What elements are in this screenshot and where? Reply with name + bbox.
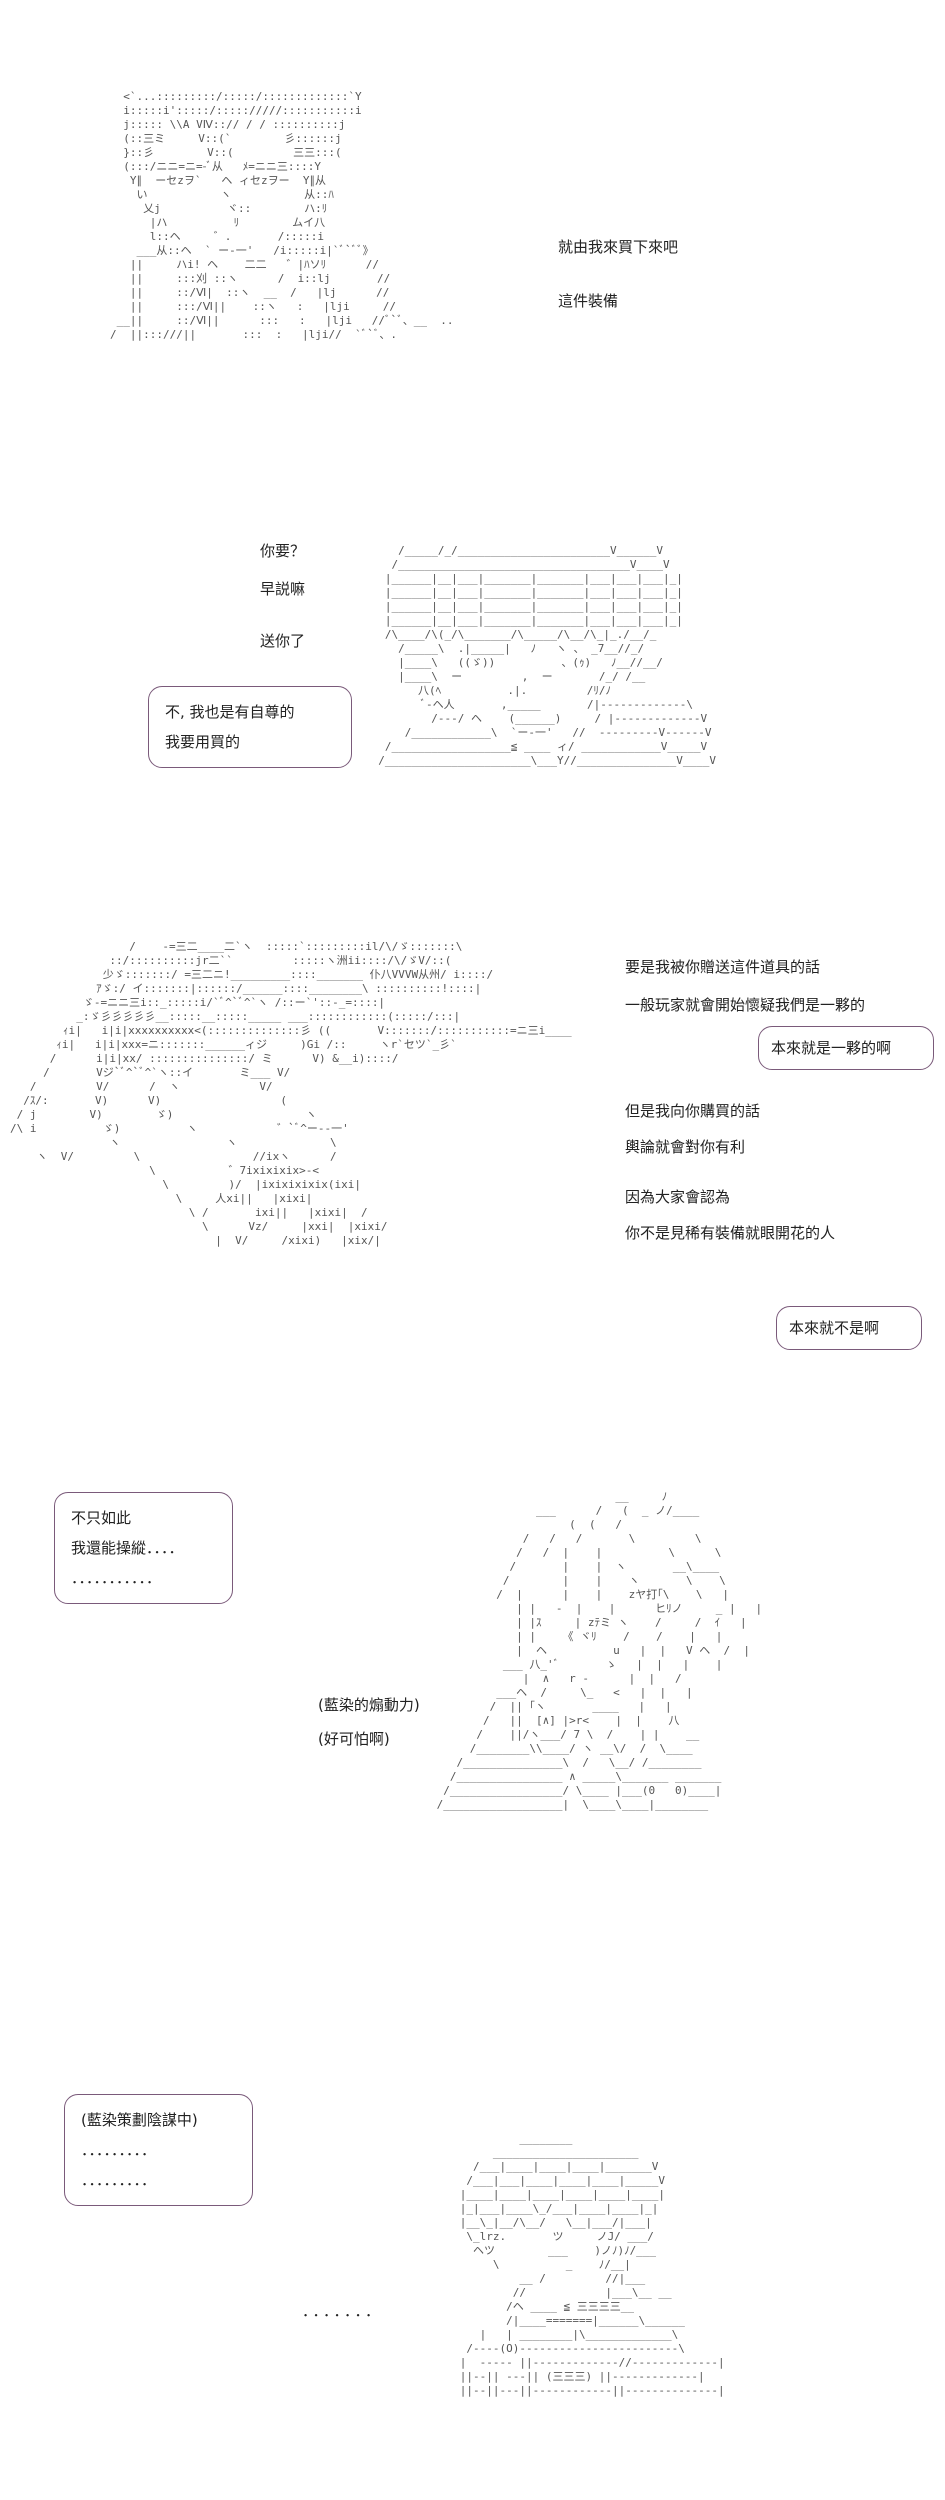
ascii-art-character-4: __ ﾉ ___ / ( _ ノ/____ ( ( / / / / \ \ / … [436, 1490, 763, 1811]
dialogue-line: (藍染的煽動力) [318, 1696, 420, 1714]
dialogue-line: 你不是見稀有裝備就眼開花的人 [625, 1224, 836, 1242]
panel-2: 你要？ 早説嘛 送你了 不, 我也是有自尊的 我要用買的 /_____/_/__… [0, 500, 945, 870]
speech-bubble: 本來就是一夥的啊 [758, 1026, 934, 1070]
speech-bubble: 不只如此 我還能操縱．．．． ．．．．．．．．．．． [54, 1492, 233, 1604]
speech-bubble: 不, 我也是有自尊的 我要用買的 [148, 686, 352, 768]
dialogue-line: 早説嘛 [260, 580, 306, 598]
ascii-art-character-1: <`...:::::::::/:::::/:::::::::::::`Y i::… [110, 90, 454, 341]
ascii-art-character-2: /_____/_/_______________________V______V… [378, 544, 716, 767]
panel-5: (藍染策劃陰謀中) ．．．．．．．．． ．．．．．．．．． ．．．．．．． __… [0, 2050, 945, 2500]
dialogue-line: 這件裝備 [558, 292, 619, 310]
bubble-line: 我還能操縱．．．． [71, 1539, 184, 1557]
dialogue-line: (好可怕啊) [318, 1730, 390, 1748]
dialogue-line: 但是我向你購買的話 [625, 1102, 761, 1120]
dialogue-line: 因為大家會認為 [625, 1188, 731, 1206]
dialogue-line: 一般玩家就會開始懷疑我們是一夥的 [625, 996, 866, 1014]
bubble-line: 本來就是一夥的啊 [771, 1039, 892, 1057]
bubble-line: 不只如此 [71, 1509, 132, 1527]
dialogue-line: 就由我來買下來吧 [558, 238, 679, 256]
ellipsis-text: ．．．．．．． [302, 2302, 384, 2320]
ascii-art-character-3: / -=三二____二`ヽ :::::`:::::::::il/\/ゞ:::::… [10, 940, 572, 1247]
speech-bubble: 本來就不是啊 [776, 1306, 922, 1350]
bubble-line: ．．．．．．．．． [81, 2171, 157, 2189]
dialogue-line: 送你了 [260, 632, 306, 650]
panel-3: / -=三二____二`ヽ :::::`:::::::::il/\/ゞ:::::… [0, 920, 945, 1370]
dialogue-line: 要是我被你贈送這件道具的話 [625, 958, 821, 976]
dialogue-line: 輿論就會對你有利 [625, 1138, 746, 1156]
bubble-line: (藍染策劃陰謀中) [81, 2111, 198, 2129]
bubble-line: 我要用買的 [165, 733, 241, 751]
panel-1: <`...:::::::::/:::::/:::::::::::::`Y i::… [0, 0, 945, 480]
panel-4: 不只如此 我還能操縱．．．． ．．．．．．．．．．． (藍染的煽動力) (好可怕… [0, 1450, 945, 2010]
bubble-line: ．．．．．．．．． [81, 2141, 157, 2159]
dialogue-line: 你要？ [260, 542, 306, 560]
ascii-art-character-5: ________ ______________________ /___|___… [459, 2132, 725, 2397]
bubble-line: ．．．．．．．．．．． [71, 1569, 162, 1587]
bubble-line: 本來就不是啊 [789, 1319, 880, 1337]
speech-bubble: (藍染策劃陰謀中) ．．．．．．．．． ．．．．．．．．． [64, 2094, 253, 2206]
bubble-line: 不, 我也是有自尊的 [165, 703, 295, 721]
